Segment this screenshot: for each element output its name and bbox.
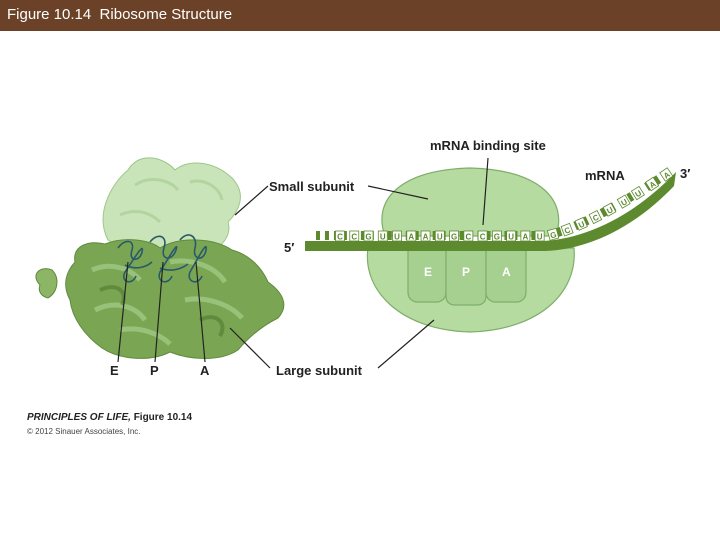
mrna-base-letter: A: [408, 233, 414, 242]
mrna-base-letter: C: [337, 233, 343, 242]
mrna-binding-site-label: mRNA binding site: [430, 138, 546, 153]
small-subunit-label: Small subunit: [269, 179, 355, 194]
model-site-pointers: [117, 185, 271, 369]
mrna-base: C: [477, 230, 488, 242]
model-site-p-label: P: [150, 363, 159, 378]
mrna-tooth: [387, 231, 392, 240]
mrna-base-letter: A: [423, 233, 429, 242]
mrna-tooth: [324, 231, 329, 240]
site-p-pocket: [445, 248, 487, 306]
mrna-base: G: [449, 230, 459, 242]
mrna-base-letter: U: [577, 219, 586, 230]
mrna-base: U: [392, 230, 402, 242]
mrna-base: C: [560, 222, 574, 237]
model-large-subunit: [65, 239, 285, 359]
mrna-base: U: [602, 202, 617, 217]
figure-number: Figure 10.14: [133, 412, 193, 423]
mrna-base-letter: G: [365, 233, 371, 242]
mrna-base: G: [491, 230, 502, 242]
mrna-base-letter: C: [480, 233, 486, 242]
mrna-base: U: [630, 185, 645, 201]
mrna-base: G: [363, 230, 374, 242]
mrna-tooth: [316, 231, 320, 240]
mrna-base-letter: G: [451, 233, 457, 242]
site-p-label: P: [462, 265, 470, 279]
mrna-tooth: [599, 207, 608, 218]
five-prime-label: 5′: [284, 240, 294, 255]
mrna-base-letter: C: [351, 233, 357, 242]
mrna-base: A: [420, 230, 431, 242]
mrna-tooth: [555, 227, 563, 237]
mrna-tooth: [531, 231, 536, 240]
book-title: PRINCIPLES OF LIFE,: [27, 412, 131, 423]
mrna-base: G: [546, 227, 560, 241]
site-e-label: E: [424, 265, 432, 279]
mrna-base: A: [520, 230, 531, 242]
mrna-base-letter: U: [508, 233, 514, 242]
schematic-ribosome: [366, 167, 575, 333]
model-site-e-label: E: [110, 363, 119, 378]
mrna-base-letter: C: [563, 225, 572, 236]
mrna-base: U: [534, 230, 545, 242]
site-a-label: A: [502, 265, 511, 279]
mrna-base: U: [574, 216, 588, 231]
trna-ribbons: [117, 234, 207, 283]
schematic-pointers: [367, 157, 489, 369]
mrna-base: U: [434, 230, 445, 242]
mrna-base-letter: U: [634, 188, 644, 199]
mrna-base-letter: U: [605, 205, 615, 216]
mrna-tooth: [626, 192, 635, 202]
mrna-base: C: [463, 230, 474, 242]
mrna-base-letter: U: [437, 233, 443, 242]
mrna-base: U: [616, 194, 631, 209]
mrna-tooth: [342, 231, 347, 240]
figure-credit: PRINCIPLES OF LIFE, Figure 10.14: [27, 412, 192, 423]
mrna-base-letter: U: [619, 197, 629, 208]
ribosome-3d-model: [35, 157, 285, 359]
mrna-tooth: [414, 231, 419, 240]
mrna-tooth: [360, 231, 365, 240]
large-subunit-label: Large subunit: [276, 363, 363, 378]
mrna-tooth: [432, 231, 437, 240]
mrna-base: A: [406, 230, 417, 242]
mrna-tooth: [486, 231, 491, 240]
mrna-base-letter: G: [549, 230, 557, 240]
mrna-base-letter: C: [465, 233, 471, 242]
mrna-base: U: [506, 230, 517, 242]
mrna-base: C: [335, 230, 345, 242]
schematic-small-subunit: [381, 167, 560, 237]
mrna-base-letter: U: [537, 233, 543, 242]
model-site-a-label: A: [200, 363, 210, 378]
slide-title: Figure 10.14 Ribosome Structure: [7, 6, 233, 23]
copyright-text: © 2012 Sinauer Associates, Inc.: [27, 427, 141, 436]
mrna-base: U: [377, 230, 388, 242]
mrna-base: A: [659, 167, 674, 182]
mrna-base: C: [349, 230, 360, 242]
mrna-base: A: [645, 176, 660, 192]
three-prime-label: 3′: [680, 166, 690, 181]
mrna-base-letter: U: [394, 233, 400, 242]
title-bar: Figure 10.14 Ribosome Structure: [0, 0, 720, 31]
mrna-base-letter: C: [591, 213, 600, 224]
mrna-base-letter: A: [648, 179, 658, 190]
mrna-base-letter: U: [380, 233, 386, 242]
mrna-tooth: [459, 231, 464, 240]
mrna-base-letter: A: [662, 170, 672, 181]
mrna-base-letter: A: [523, 233, 529, 242]
mrna-tooth: [652, 175, 662, 185]
mrna-base-letter: G: [494, 233, 500, 242]
site-a-pocket: [485, 248, 527, 303]
mrna-base: C: [588, 210, 603, 225]
mrna-label: mRNA: [585, 168, 625, 183]
